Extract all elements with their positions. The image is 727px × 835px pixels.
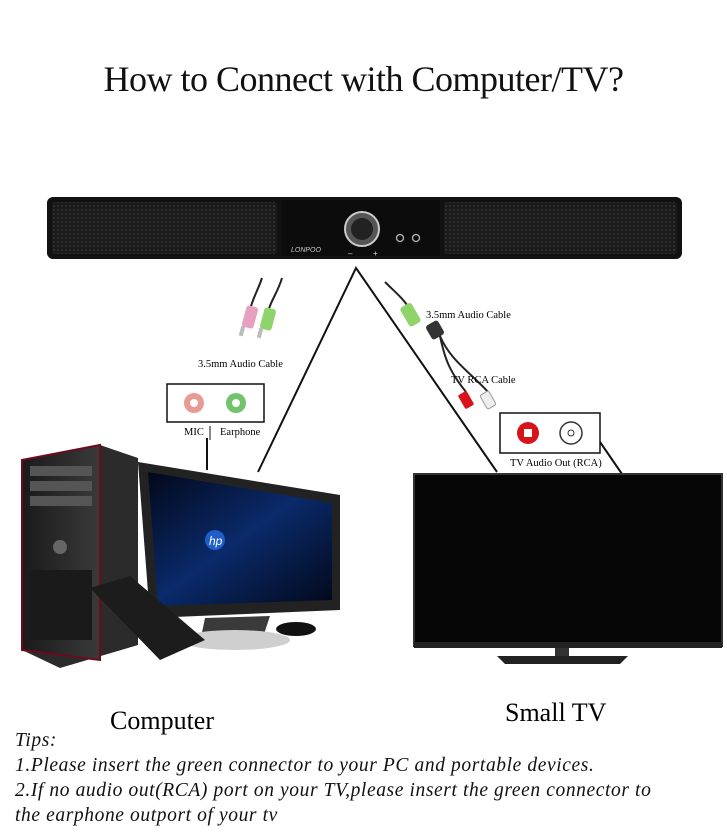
pc-port-box (166, 383, 265, 423)
monitor-screen (148, 472, 332, 606)
monitor: hp (138, 462, 340, 650)
rca-cable-label: TV RCA Cable (451, 375, 516, 386)
audio-plug-right (384, 281, 497, 410)
tv-screen (413, 473, 723, 647)
rca-white-port (559, 421, 583, 445)
right-cable-label: 3.5mm Audio Cable (426, 310, 511, 321)
tip-line-1: 1.Please insert the green connector to y… (15, 755, 595, 776)
soundbar: LONPOO – + (47, 197, 682, 259)
computer-caption: Computer (110, 706, 214, 735)
tv-caption: Small TV (505, 698, 607, 727)
mic-jack-icon (411, 233, 421, 243)
small-tv (413, 473, 723, 664)
monitor-brand-logo: hp (209, 534, 223, 548)
connection-lines (257, 266, 498, 473)
keyboard (90, 576, 205, 660)
computer-tower (21, 443, 138, 668)
tip-line-2: 2.If no audio out(RCA) port on your TV,p… (15, 780, 652, 801)
tv-rca-port-box (499, 412, 601, 454)
volume-minus-label: – (348, 249, 353, 258)
volume-plus-label: + (373, 249, 378, 258)
audio-plug-left (238, 277, 283, 339)
soundbar-left-grill (52, 202, 277, 254)
tip-line-3: the earphone outport of your tv (15, 805, 278, 826)
tv-stand (497, 656, 628, 664)
connection-line-rca (599, 441, 623, 475)
soundbar-brand: LONPOO (291, 247, 322, 254)
soundbar-right-grill (444, 202, 677, 254)
page-title: How to Connect with Computer/TV? (103, 59, 624, 99)
tips-block: Tips: 1.Please insert the green connecto… (15, 728, 651, 828)
left-cable-label: 3.5mm Audio Cable (198, 359, 283, 370)
headphone-jack-icon (395, 233, 405, 243)
tv-audio-out-label: TV Audio Out (RCA) (510, 458, 602, 469)
mic-label: MIC (184, 427, 204, 438)
mouse (276, 622, 316, 636)
tips-heading: Tips: (15, 730, 58, 751)
earphone-label: Earphone (220, 427, 261, 438)
volume-knob-center (351, 218, 373, 240)
